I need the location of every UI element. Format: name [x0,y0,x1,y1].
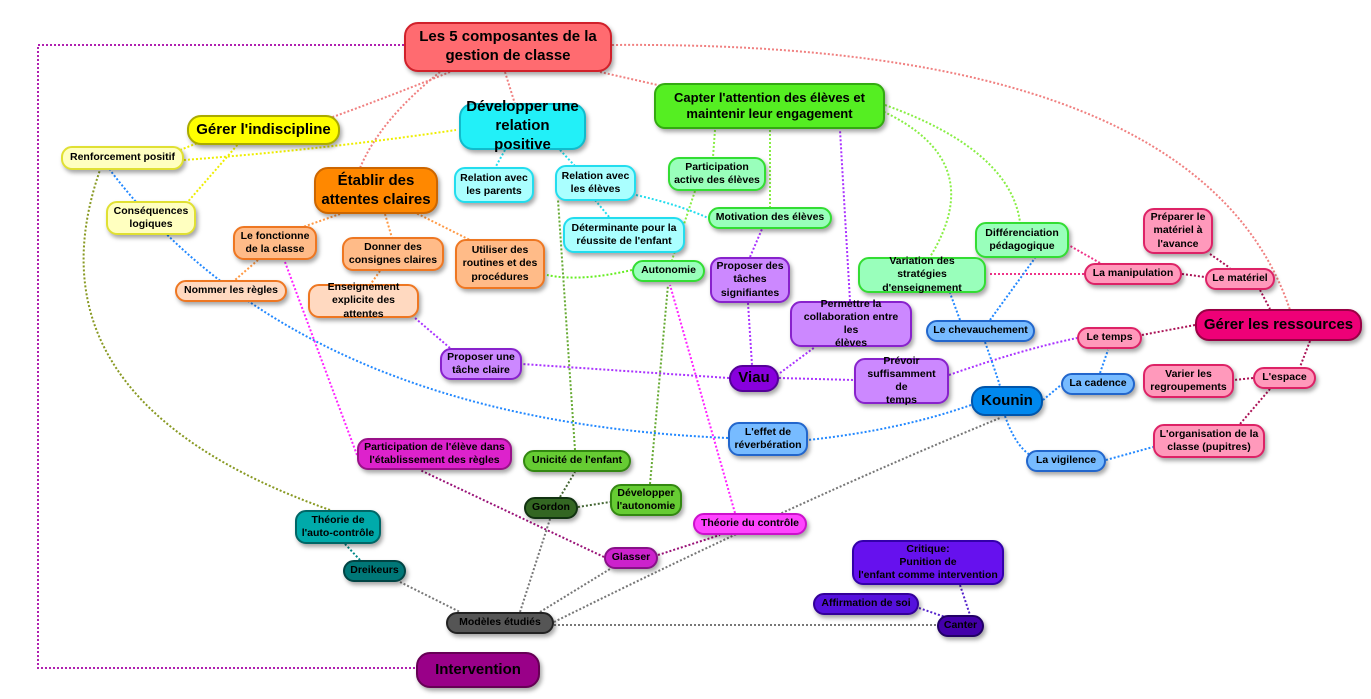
node-dreikeurs[interactable]: Dreikeurs [343,560,406,582]
node-kounin[interactable]: Kounin [971,386,1043,416]
node-participation-regles[interactable]: Participation de l'élève dans l'établiss… [357,438,512,470]
node-gordon[interactable]: Gordon [524,497,578,519]
node-effet-reverberation[interactable]: L'effet de réverbération [728,422,808,456]
node-glasser[interactable]: Glasser [604,547,658,569]
node-temps[interactable]: Le temps [1077,327,1142,349]
node-consignes-claires[interactable]: Donner des consignes claires [342,237,444,271]
node-vigilence[interactable]: La vigilence [1026,450,1106,472]
node-unicite-enfant[interactable]: Unicité de l'enfant [523,450,631,472]
node-capter-attention[interactable]: Capter l'attention des élèves et mainten… [654,83,885,129]
node-variation-strategies[interactable]: Variation des stratégies d'enseignement [858,255,986,294]
node-affirmation-soi[interactable]: Affirmation de soi [813,593,919,615]
node-gerer-ressources[interactable]: Gérer les ressources [1195,309,1362,341]
node-canter[interactable]: Canter [937,615,984,637]
node-preparer-materiel[interactable]: Préparer le matériel à l'avance [1143,208,1213,254]
node-relation-parents[interactable]: Relation avec les parents [454,167,534,203]
node-participation-active[interactable]: Participation active des élèves [668,157,766,191]
node-etablir-attentes[interactable]: Établir des attentes claires [314,167,438,214]
node-taches-signifiantes[interactable]: Proposer des tâches signifiantes [710,257,790,303]
node-consequences-logiques[interactable]: Conséquences logiques [106,201,196,235]
node-chevauchement[interactable]: Le chevauchement [926,320,1035,342]
node-cadence[interactable]: La cadence [1061,373,1135,395]
node-renforcement-positif[interactable]: Renforcement positif [61,146,184,170]
node-autonomie[interactable]: Autonomie [632,260,705,282]
node-theorie-controle[interactable]: Théorie du contrôle [693,513,807,535]
node-enseignement-explicite[interactable]: Enseignement explicite des attentes [308,281,419,320]
node-routines[interactable]: Utiliser des routines et des procédures [455,239,545,289]
node-developper-relation[interactable]: Développer une relation positive [459,98,586,153]
node-prevoir-temps[interactable]: Prévoir suffisamment de temps [854,355,949,406]
node-manipulation[interactable]: La manipulation [1084,263,1182,285]
node-critique[interactable]: Critique: Punition de l'enfant comme int… [852,540,1004,585]
node-relation-eleves[interactable]: Relation avec les élèves [555,165,636,201]
node-espace[interactable]: L'espace [1253,367,1316,389]
node-intervention[interactable]: Intervention [416,652,540,688]
node-motivation[interactable]: Motivation des élèves [708,207,832,229]
node-tache-claire[interactable]: Proposer une tâche claire [440,348,522,380]
node-varier-regroupements[interactable]: Varier les regroupements [1143,364,1234,398]
node-materiel[interactable]: Le matériel [1205,268,1275,290]
node-gerer-indiscipline[interactable]: Gérer l'indiscipline [187,115,340,145]
node-fonctionne-classe[interactable]: Le fonctionne de la classe [233,226,317,260]
node-modeles-etudies[interactable]: Modèles étudiés [446,612,554,634]
root-node[interactable]: Les 5 composantes de la gestion de class… [404,22,612,72]
node-collaboration[interactable]: Permettre la collaboration entre les élè… [790,298,912,349]
node-viau[interactable]: Viau [729,365,779,392]
node-differenciation[interactable]: Différenciation pédagogique [975,222,1069,258]
node-developper-autonomie[interactable]: Développer l'autonomie [610,484,682,516]
node-auto-controle[interactable]: Théorie de l'auto-contrôle [295,510,381,544]
node-organisation-classe[interactable]: L'organisation de la classe (pupitres) [1153,424,1265,458]
node-nommer-regles[interactable]: Nommer les règles [175,280,287,302]
node-determinante[interactable]: Déterminante pour la réussite de l'enfan… [563,217,685,253]
